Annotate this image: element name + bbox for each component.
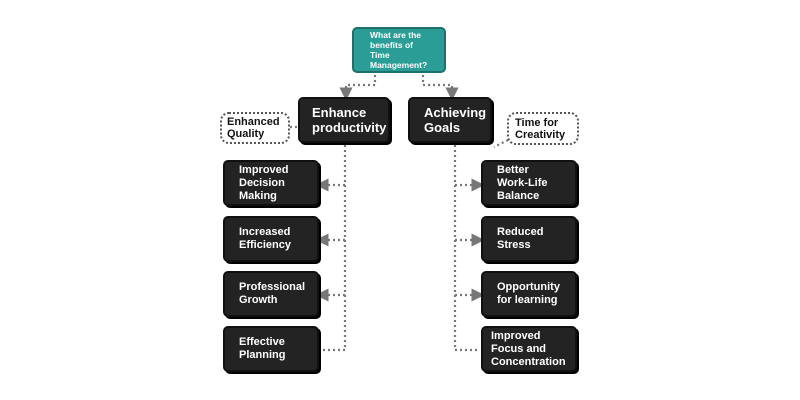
leaf-label: Improved Focus and Concentration bbox=[491, 329, 566, 368]
leaf-label: Increased Efficiency bbox=[239, 226, 291, 251]
leaf-increased-efficiency: Increased Efficiency bbox=[223, 216, 319, 262]
leaf-opportunity-for-learning: Opportunity for learning bbox=[481, 271, 577, 317]
leaf-label: Professional Growth bbox=[239, 281, 306, 306]
connector-root-left bbox=[339, 75, 377, 101]
leaf-effective-planning: Effective Planning bbox=[223, 326, 319, 372]
connector-root-right bbox=[421, 75, 459, 101]
note-time-for-creativity: Time for Creativity bbox=[507, 112, 579, 145]
category-enhance-productivity: Enhance productivity bbox=[298, 97, 390, 143]
leaf-label: Reduced Stress bbox=[497, 226, 544, 251]
connector-right-trunk bbox=[453, 145, 478, 352]
leaf-better-work-life-balance: Better Work-Life Balance bbox=[481, 160, 577, 206]
category-achieving-goals: Achieving Goals bbox=[408, 97, 492, 143]
leaf-reduced-stress: Reduced Stress bbox=[481, 216, 577, 262]
leaf-label: Effective Planning bbox=[239, 336, 286, 361]
leaf-improved-decision-making: Improved Decision Making bbox=[223, 160, 319, 206]
note-enhanced-quality: Enhanced Quality bbox=[220, 112, 290, 144]
root-label: What are the benefits of Time Management… bbox=[370, 30, 428, 70]
connector-left-trunk bbox=[322, 145, 347, 352]
leaf-label: Improved Decision Making bbox=[239, 163, 289, 202]
category-label: Enhance productivity bbox=[312, 105, 387, 135]
category-label: Achieving Goals bbox=[424, 105, 487, 135]
leaf-label: Opportunity for learning bbox=[497, 281, 560, 306]
leaf-professional-growth: Professional Growth bbox=[223, 271, 319, 317]
root-node: What are the benefits of Time Management… bbox=[352, 27, 446, 73]
leaf-label: Better Work-Life Balance bbox=[497, 163, 548, 202]
connector-note-right bbox=[493, 139, 509, 148]
leaf-improved-focus-and-concentration: Improved Focus and Concentration bbox=[481, 326, 577, 372]
